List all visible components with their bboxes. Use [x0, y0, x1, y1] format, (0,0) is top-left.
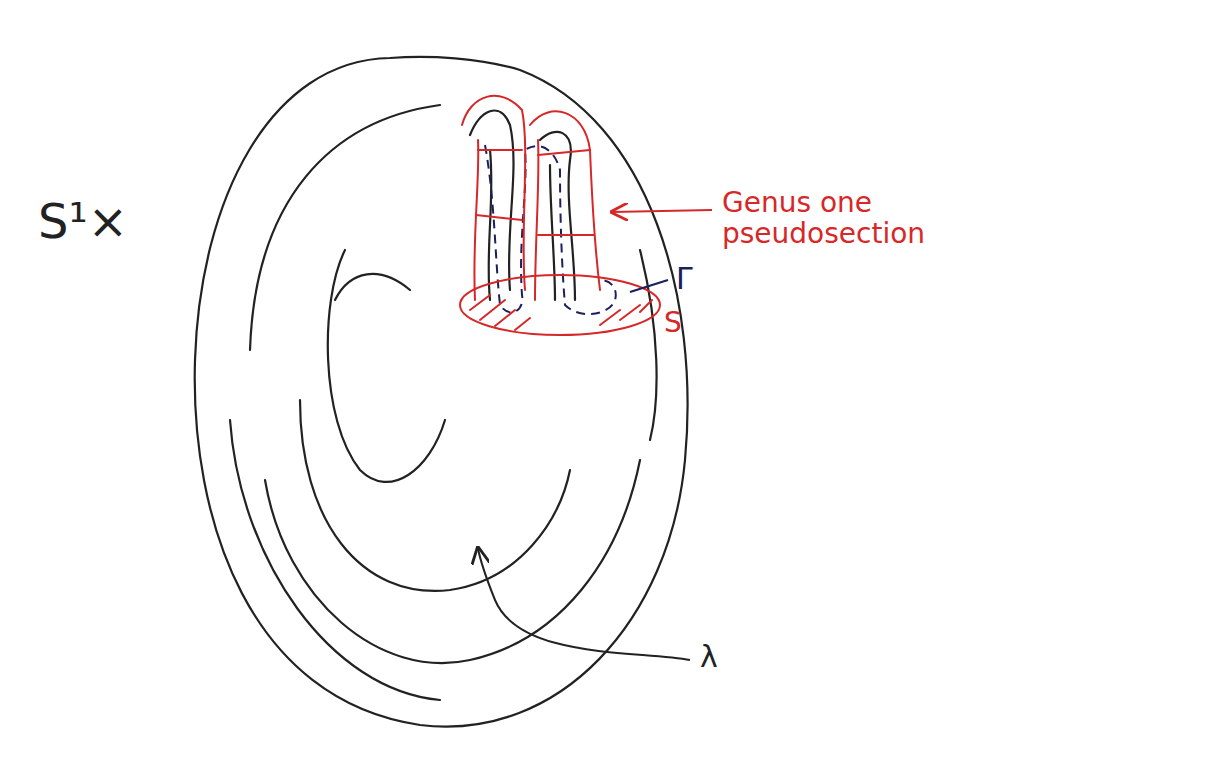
disk-s [460, 275, 660, 335]
torus-outline [195, 57, 688, 727]
gamma-curve [485, 145, 616, 314]
torus-line [230, 420, 440, 700]
leader-arrow [478, 548, 690, 660]
torus-line [250, 105, 440, 350]
torus-line [640, 250, 657, 440]
leader-arrow [612, 210, 712, 212]
tube [550, 165, 555, 300]
torus-hole-rim [335, 274, 410, 300]
pseudosection [462, 96, 525, 290]
disk-hatch [470, 295, 652, 330]
torus-hole [328, 250, 445, 482]
torus-line [265, 460, 640, 663]
curve-label: Γ [676, 262, 693, 295]
pseudosection [474, 140, 478, 300]
torus-line [300, 400, 570, 591]
disk-label: S [664, 308, 682, 339]
curve-label: λ [700, 640, 718, 673]
pseudosection [530, 111, 600, 290]
space-label: S¹× [38, 195, 128, 248]
section-band [476, 150, 594, 235]
leader-line [630, 280, 668, 292]
tube [489, 150, 492, 300]
surface-label: Genus one pseudosection [722, 188, 922, 250]
